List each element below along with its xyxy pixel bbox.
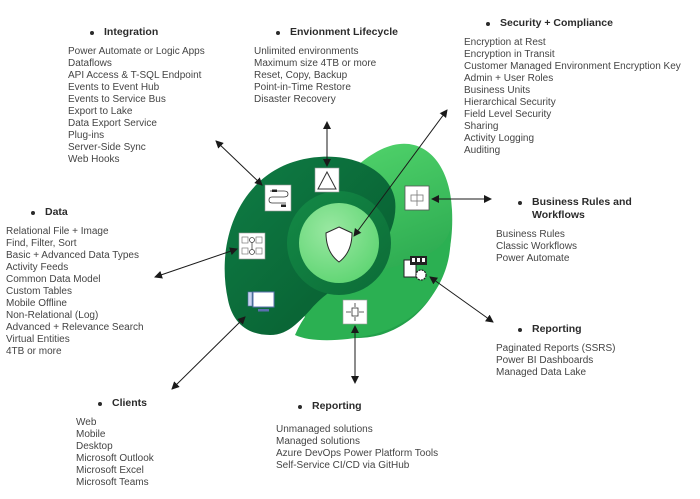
list-item: Desktop bbox=[76, 441, 113, 452]
list-item: Power Automate bbox=[496, 253, 570, 264]
section-environment: Envionment Lifecycle Unlimited environme… bbox=[254, 26, 398, 106]
list-item: Custom Tables bbox=[6, 286, 72, 297]
list-item: Customer Managed Environment Encryption … bbox=[464, 61, 681, 72]
list-item: Export to Lake bbox=[68, 106, 133, 117]
bullet-icon bbox=[31, 211, 35, 215]
data-model-icon bbox=[238, 232, 266, 260]
list-item: Field Level Security bbox=[464, 109, 552, 120]
list-item: Reset, Copy, Backup bbox=[254, 70, 348, 81]
list-item: Basic + Advanced Data Types bbox=[6, 250, 139, 261]
list-item: Power Automate or Logic Apps bbox=[68, 46, 205, 57]
list-item: Events to Service Bus bbox=[68, 94, 166, 105]
list-item: Managed Data Lake bbox=[496, 367, 587, 378]
list-item: Virtual Entities bbox=[6, 334, 70, 345]
bullet-icon bbox=[98, 402, 102, 406]
list-item: Mobile Offline bbox=[6, 298, 67, 309]
list-item: Mobile bbox=[76, 429, 106, 440]
reporting-right-items: Paginated Reports (SSRS)Power BI Dashboa… bbox=[496, 343, 616, 379]
reporting-right-title: Reporting bbox=[532, 323, 582, 335]
list-item: Events to Event Hub bbox=[68, 82, 160, 93]
list-item: Plug-ins bbox=[68, 130, 105, 141]
arrow-clients bbox=[171, 316, 246, 390]
list-item: Hierarchical Security bbox=[464, 97, 556, 108]
environment-title: Envionment Lifecycle bbox=[290, 26, 398, 38]
arrow-data bbox=[154, 247, 238, 279]
list-item: Encryption in Transit bbox=[464, 49, 555, 60]
security-shield-icon bbox=[325, 226, 353, 263]
bullet-icon bbox=[486, 22, 490, 26]
list-item: 4TB or more bbox=[6, 346, 62, 357]
list-item: Classic Workflows bbox=[496, 241, 577, 252]
bullet-icon bbox=[518, 328, 522, 332]
list-item: Microsoft Teams bbox=[76, 477, 149, 488]
arrow-reporting-right bbox=[429, 276, 494, 323]
list-item: Encryption at Rest bbox=[464, 37, 546, 48]
list-item: Advanced + Relevance Search bbox=[6, 322, 144, 333]
section-security: Security + Compliance Encryption at Rest… bbox=[464, 17, 681, 157]
data-title: Data bbox=[45, 206, 68, 218]
list-item: Unlimited environments bbox=[254, 46, 359, 57]
list-item: Web Hooks bbox=[68, 154, 120, 165]
list-item: Activity Logging bbox=[464, 133, 535, 144]
list-item: Dataflows bbox=[68, 58, 112, 69]
security-title: Security + Compliance bbox=[500, 17, 613, 29]
list-item: Microsoft Outlook bbox=[76, 453, 154, 464]
list-item: Data Export Service bbox=[68, 118, 157, 129]
list-item: Relational File + Image bbox=[6, 226, 109, 237]
section-business: Business Rules and Workflows Business Ru… bbox=[496, 196, 638, 265]
business-rules-icon bbox=[404, 185, 430, 211]
integration-flow-icon bbox=[264, 184, 292, 212]
reporting-dashboard-icon bbox=[403, 256, 427, 281]
list-item: Admin + User Roles bbox=[464, 73, 554, 84]
light-green-wedge bbox=[295, 230, 451, 341]
list-item: Power BI Dashboards bbox=[496, 355, 594, 366]
clients-title: Clients bbox=[112, 397, 148, 409]
list-item: Activity Feeds bbox=[6, 262, 69, 273]
list-item: Paginated Reports (SSRS) bbox=[496, 343, 616, 354]
list-item: Point-in-Time Restore bbox=[254, 82, 351, 93]
bullet-icon bbox=[276, 31, 280, 35]
list-item: Web bbox=[76, 417, 97, 428]
arrow-integration bbox=[215, 140, 263, 186]
list-item: Microsoft Excel bbox=[76, 465, 144, 476]
section-reporting-right: Reporting Paginated Reports (SSRS)Power … bbox=[496, 323, 616, 379]
list-item: Server-Side Sync bbox=[68, 142, 146, 153]
list-item: Non-Relational (Log) bbox=[6, 310, 99, 321]
bullet-icon bbox=[298, 405, 302, 409]
list-item: Self-Service CI/CD via GitHub bbox=[276, 460, 410, 471]
list-item: Azure DevOps Power Platform Tools bbox=[276, 448, 439, 459]
lifecycle-triangle-icon bbox=[314, 167, 340, 193]
reporting-bottom-title: Reporting bbox=[312, 400, 362, 412]
list-item: Unmanaged solutions bbox=[276, 424, 373, 435]
integration-title: Integration bbox=[104, 26, 159, 38]
list-item: Managed solutions bbox=[276, 436, 360, 447]
list-item: Disaster Recovery bbox=[254, 94, 336, 105]
section-integration: Integration Power Automate or Logic Apps… bbox=[68, 26, 205, 166]
list-item: Maximum size 4TB or more bbox=[254, 58, 377, 69]
list-item: Find, Filter, Sort bbox=[6, 238, 77, 249]
list-item: Business Units bbox=[464, 85, 531, 96]
business-title: Business Rules and Workflows bbox=[532, 196, 632, 221]
arrow-security bbox=[353, 109, 448, 237]
list-item: Business Rules bbox=[496, 229, 565, 240]
list-item: Auditing bbox=[464, 145, 501, 156]
desktop-client-icon bbox=[247, 291, 275, 312]
bullet-icon bbox=[518, 201, 522, 205]
list-item: API Access & T-SQL Endpoint bbox=[68, 70, 202, 81]
list-item: Common Data Model bbox=[6, 274, 101, 285]
bullet-icon bbox=[90, 31, 94, 35]
deployment-icon bbox=[342, 299, 368, 325]
list-item: Sharing bbox=[464, 121, 499, 132]
